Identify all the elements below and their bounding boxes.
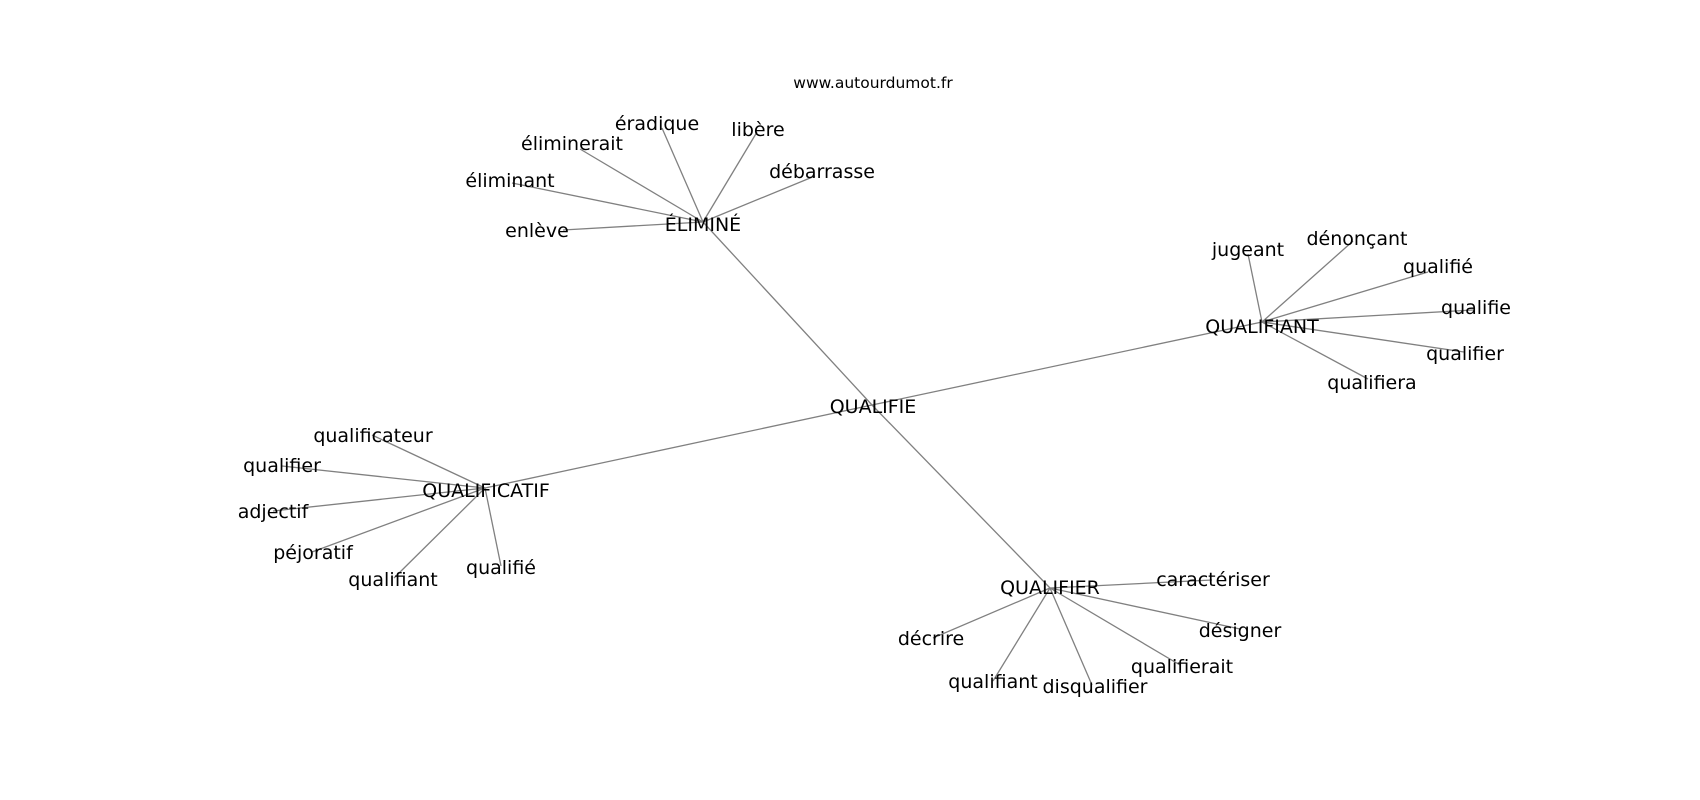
leaf-word: adjectif (238, 501, 310, 523)
leaf-word: disqualifier (1042, 676, 1147, 698)
edge-hub-leaf (281, 465, 486, 489)
edge-hub-leaf (1261, 240, 1354, 323)
leaf-word: éliminant (465, 170, 554, 192)
leaf-word: qualifierait (1131, 656, 1233, 678)
edge-hub-leaf (1261, 271, 1429, 323)
leaf-word: péjoratif (273, 542, 354, 564)
leaf-word: qualifie (1441, 297, 1511, 319)
leaf-word: débarrasse (769, 161, 875, 183)
edge-hub-leaf (1261, 321, 1369, 380)
edge-hub-leaf (393, 487, 486, 579)
edge-hub-leaf (1247, 253, 1263, 323)
leaf-word: éradique (615, 113, 699, 135)
leaf-word: caractériser (1156, 569, 1270, 591)
center-word: QUALIFIE (830, 396, 917, 418)
leaf-word: libère (731, 119, 784, 141)
source-caption: www.autourdumot.fr (793, 74, 953, 92)
edge-hub-leaf (272, 487, 486, 512)
leaf-word: qualifié (1403, 256, 1473, 278)
edge-hub-leaf (932, 587, 1051, 639)
edge-center-hub (871, 321, 1263, 406)
edge-hub-leaf (1261, 309, 1474, 323)
leaf-word: enlève (505, 220, 569, 242)
edge-center-hub (484, 404, 873, 489)
leaf-word: qualifié (466, 557, 536, 579)
edge-hub-leaf (371, 434, 486, 489)
edge-hub-leaf (702, 175, 816, 223)
leaf-word: qualifier (1426, 343, 1504, 365)
edge-hub-leaf (511, 182, 704, 223)
leaf-word: décrire (898, 628, 964, 650)
edge-hub-leaf (311, 487, 486, 553)
edge-hub-leaf (1049, 587, 1241, 630)
edge-hub-leaf (992, 587, 1051, 682)
edge-hub-leaf (579, 148, 704, 223)
leaf-word: qualifiera (1327, 372, 1416, 394)
leaf-word: qualifiant (948, 671, 1037, 693)
hub-word: QUALIFIANT (1205, 316, 1319, 338)
leaf-word: éliminerait (521, 133, 623, 155)
hub-word: ÉLIMINÉ (665, 213, 741, 236)
edge-hub-leaf (702, 131, 758, 223)
edge-center-hub (702, 221, 873, 406)
edge-hub-leaf (661, 127, 704, 223)
edge-hub-leaf (562, 221, 704, 231)
edge-hub-leaf (1049, 579, 1213, 589)
leaf-word: qualificateur (313, 425, 433, 447)
edge-hub-leaf (484, 487, 502, 567)
edge-hub-leaf (1049, 587, 1181, 666)
leaf-word: qualifiant (348, 569, 437, 591)
leaf-word: jugeant (1211, 239, 1284, 261)
hub-word: QUALIFICATIF (422, 480, 550, 502)
edge-hub-leaf (1261, 321, 1465, 353)
hub-word: QUALIFIER (1000, 577, 1100, 599)
edge-center-hub (871, 404, 1051, 589)
leaf-word: dénonçant (1306, 228, 1407, 250)
leaf-word: qualifier (243, 455, 321, 477)
leaf-word: désigner (1199, 620, 1282, 642)
edge-hub-leaf (1049, 587, 1093, 686)
